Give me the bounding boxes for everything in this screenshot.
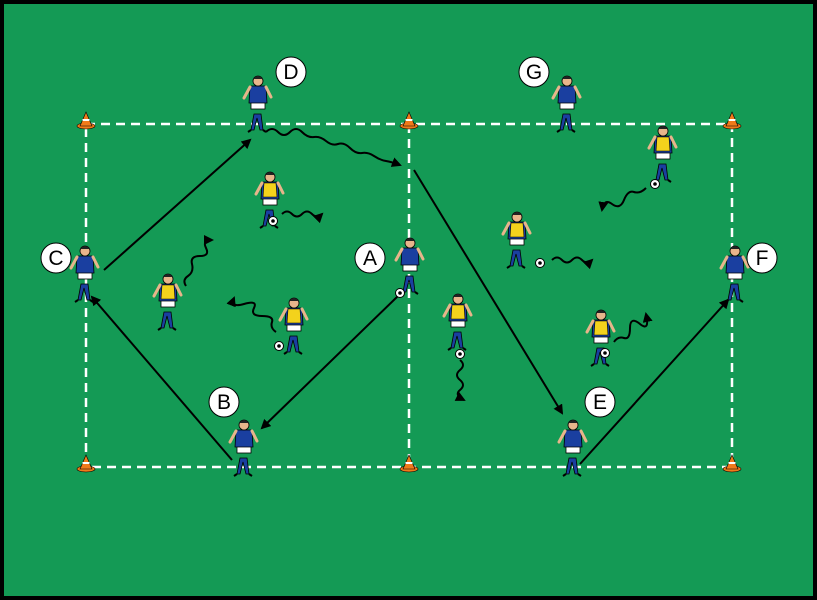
label-a-text: A — [363, 247, 377, 270]
soccer-ball-icon — [535, 258, 545, 268]
label-g: G — [518, 56, 550, 88]
dribble-arrow — [454, 359, 466, 401]
pass-arrow-c-to-d — [103, 138, 252, 271]
dribble-arrow — [281, 210, 324, 224]
label-d: D — [275, 56, 307, 88]
label-d-text: D — [283, 61, 298, 84]
label-a: A — [354, 242, 386, 274]
label-b: B — [208, 386, 240, 418]
dribble-arrow — [598, 187, 647, 212]
dribble-arrow — [551, 256, 594, 270]
dribble-arrow — [613, 312, 653, 343]
label-e-text: E — [593, 391, 607, 414]
pass-arrows — [90, 138, 730, 465]
pass-arrow-to-e — [413, 169, 564, 415]
soccer-ball-icon — [274, 341, 284, 351]
label-b-text: B — [217, 391, 231, 414]
dribble-arrow — [226, 296, 277, 333]
pass-arrow-b-to-c — [90, 295, 233, 461]
dribble-arrow — [183, 235, 214, 287]
dribble-arrow-d-to-a — [265, 128, 402, 167]
label-g-text: G — [526, 61, 542, 84]
dribble-arrows — [183, 128, 653, 401]
label-f: F — [746, 242, 778, 274]
pass-arrow-a-to-b — [260, 295, 399, 430]
pitch — [4, 4, 813, 596]
pass-arrow-e-to-f — [579, 298, 730, 465]
soccer-ball-icon — [268, 216, 278, 226]
soccer-ball-icon — [455, 349, 465, 359]
label-c: C — [40, 242, 72, 274]
label-c-text: C — [48, 247, 63, 270]
label-f-text: F — [756, 247, 769, 270]
label-e: E — [584, 386, 616, 418]
soccer-ball-icon — [650, 179, 660, 189]
player-labels: D G C A F B E — [40, 56, 778, 418]
soccer-ball-icon — [395, 288, 405, 298]
soccer-ball-icon — [600, 348, 610, 358]
